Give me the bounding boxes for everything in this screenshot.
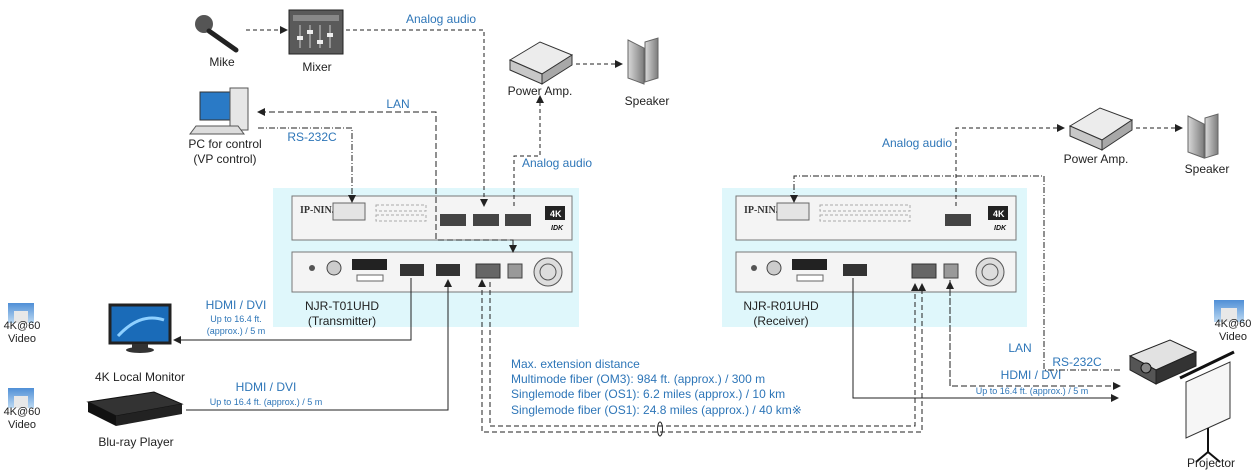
panel-brand-text: IP-NINJAR [744, 205, 796, 216]
label-transmitter-role: (Transmitter) [307, 314, 377, 328]
label-lan-right: LAN [1008, 341, 1032, 355]
power-amp-right-icon [1068, 107, 1134, 151]
video-badge-3: 4K@60 [1214, 318, 1252, 330]
label-analog-audio-top: Analog audio [405, 12, 477, 26]
mixer-icon [288, 9, 344, 55]
label-rs232c-right: RS-232C [1052, 355, 1102, 369]
monitor-icon [108, 303, 172, 353]
transmitter-rear-panel [291, 251, 573, 293]
label-max-extension: Max. extension distance [511, 357, 640, 371]
video-source-thumb-1 [8, 303, 34, 323]
panel-brand-text: IP-NINJAR [300, 205, 352, 216]
video-label-3: Video [1219, 331, 1247, 343]
transmitter-front-panel: IP-NINJAR 4K IDK [291, 195, 573, 241]
label-singlemode-fiber-40km: Singlemode fiber (OS1): 24.8 miles (appr… [511, 403, 802, 417]
svg-text:4K: 4K [993, 209, 1005, 219]
label-hdmi-dvi-monitor: HDMI / DVI [205, 298, 267, 312]
label-power-amp-left: Power Amp. [507, 84, 573, 98]
label-transmitter-model: NJR-T01UHD [304, 299, 379, 313]
label-receiver-model: NJR-R01UHD [743, 299, 819, 313]
video-source-thumb-3 [1214, 300, 1244, 322]
projection-screen-icon [1179, 350, 1235, 463]
label-lan-left: LAN [386, 97, 410, 111]
label-hdmi-length-monitor-2: (approx.) / 5 m [206, 326, 266, 336]
video-badge-1: 4K@60 [3, 320, 41, 332]
projector-icon [1128, 339, 1198, 385]
svg-text:IDK: IDK [994, 225, 1007, 232]
label-monitor: 4K Local Monitor [94, 370, 186, 384]
power-amp-left-icon [508, 41, 574, 85]
svg-text:IDK: IDK [551, 225, 564, 232]
label-receiver-role: (Receiver) [753, 314, 809, 328]
speaker-left-icon [627, 37, 659, 85]
connection-lines [173, 26, 1183, 437]
speaker-right-icon [1187, 113, 1219, 159]
label-hdmi-length-monitor-1: Up to 16.4 ft. [210, 314, 262, 324]
label-hdmi-dvi-projector-visible: HDMI / DVI [1000, 368, 1062, 382]
label-projector: Projector [1186, 456, 1236, 470]
label-pc-line1: PC for control [188, 137, 262, 151]
label-analog-audio-mid: Analog audio [521, 156, 593, 170]
label-hdmi-length-bluray: Up to 16.4 ft. (approx.) / 5 m [209, 397, 323, 407]
label-speaker-right: Speaker [1184, 162, 1230, 176]
label-hdmi-length-projector: Up to 16.4 ft. (approx.) / 5 m [975, 386, 1089, 396]
video-label-2: Video [8, 419, 36, 431]
label-speaker-left: Speaker [624, 94, 670, 108]
video-label-1: Video [8, 333, 36, 345]
label-analog-audio-right: Analog audio [881, 136, 953, 150]
label-bluray: Blu-ray Player [98, 435, 174, 449]
receiver-front-panel: IP-NINJAR 4K IDK [735, 195, 1017, 241]
label-hdmi-dvi-bluray: HDMI / DVI [235, 380, 297, 394]
label-mike: Mike [209, 55, 235, 69]
svg-text:4K: 4K [550, 209, 562, 219]
receiver-rear-panel [735, 251, 1017, 293]
label-pc-line2: (VP control) [193, 152, 257, 166]
pc-icon [189, 87, 249, 135]
label-singlemode-fiber-10km: Singlemode fiber (OS1): 6.2 miles (appro… [511, 387, 786, 401]
bluray-player-icon [86, 391, 184, 426]
label-multimode-fiber: Multimode fiber (OM3): 984 ft. (approx.)… [511, 372, 766, 386]
label-power-amp-right: Power Amp. [1063, 152, 1129, 166]
label-mixer: Mixer [302, 60, 332, 74]
microphone-icon [195, 15, 239, 53]
label-rs232c-left: RS-232C [287, 130, 337, 144]
video-badge-2: 4K@60 [3, 406, 41, 418]
video-source-thumb-2 [8, 388, 34, 408]
